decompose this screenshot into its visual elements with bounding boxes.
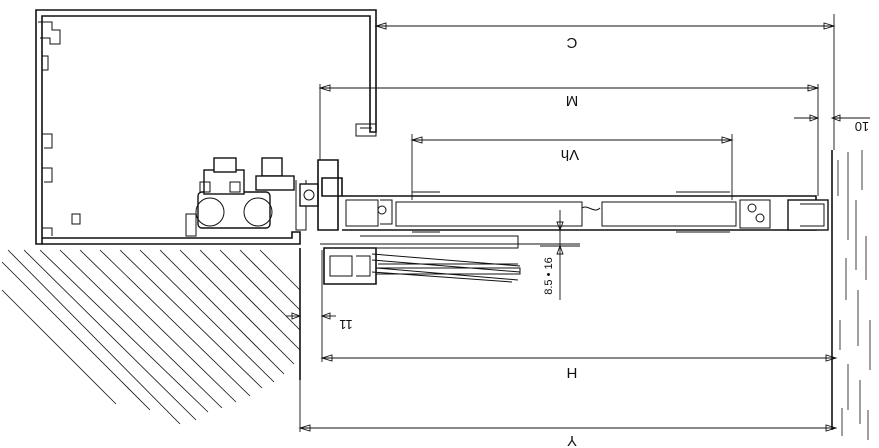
lower-track	[320, 235, 580, 285]
dim-label-m: M	[566, 92, 579, 109]
sash-profile	[317, 159, 829, 233]
dimension-labels: C M Vh H Y 10 11 8.5 • 16	[339, 34, 869, 448]
dim-label-11: 11	[339, 317, 353, 332]
right-wall	[831, 150, 871, 440]
dim-label-10: 10	[855, 119, 869, 134]
dimension-lines	[286, 14, 870, 432]
dim-label-c: C	[566, 34, 577, 51]
dim-label-y: Y	[567, 432, 577, 448]
dim-label-vh: Vh	[561, 146, 579, 163]
dim-label-rise: 8.5 • 16	[543, 257, 555, 295]
wall-hatching	[1, 248, 301, 425]
roller-carriage	[185, 157, 319, 237]
dim-label-h: H	[567, 364, 578, 381]
frame-profile	[35, 9, 377, 245]
